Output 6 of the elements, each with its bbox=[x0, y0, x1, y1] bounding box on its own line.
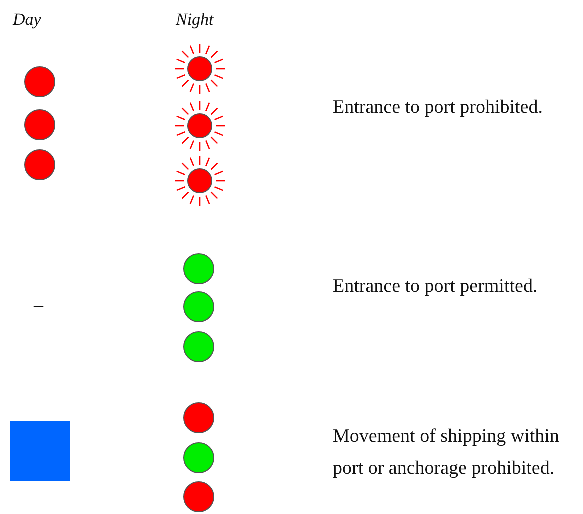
signal-meaning: Entrance to port prohibited. bbox=[333, 96, 544, 120]
dash: – bbox=[34, 294, 44, 318]
column-heading: Night bbox=[176, 10, 214, 30]
column-heading: Day bbox=[13, 10, 42, 30]
signal-meaning: Movement of shipping within port or anchorage prohibited. bbox=[333, 425, 560, 481]
signal-meaning: Entrance to port permitted. bbox=[333, 275, 539, 299]
